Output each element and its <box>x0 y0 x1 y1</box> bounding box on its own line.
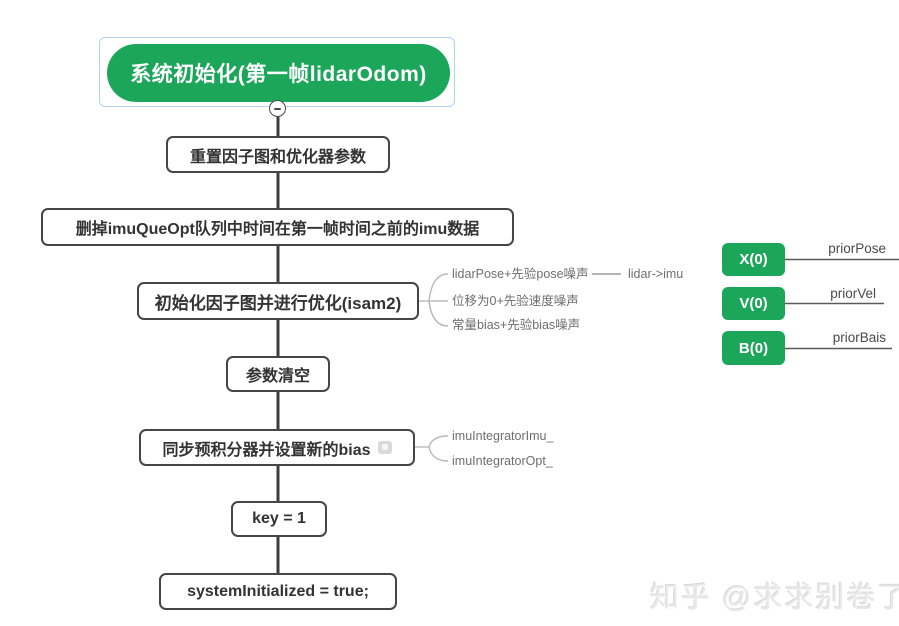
node-label: systemInitialized = true; <box>187 582 369 600</box>
root-topic[interactable]: 系统初始化(第一帧lidarOdom) <box>107 44 450 102</box>
node-system-initialized[interactable]: systemInitialized = true; <box>159 573 397 610</box>
minus-icon <box>274 107 281 110</box>
zhihu-watermark: 知乎 @求求别卷了 <box>650 582 899 614</box>
node-key-equals-1[interactable]: key = 1 <box>231 501 327 537</box>
caption-prior-pose[interactable]: priorPose <box>828 241 886 256</box>
branch-imu-integrator-imu[interactable]: imuIntegratorImu_ <box>452 429 554 443</box>
note-icon[interactable] <box>377 441 392 454</box>
root-topic-label: 系统初始化(第一帧lidarOdom) <box>130 63 427 86</box>
integrator-brace <box>415 435 449 462</box>
factor-node-label: X(0) <box>739 251 768 268</box>
caption-prior-vel[interactable]: priorVel <box>830 286 876 301</box>
factor-node-v0[interactable]: V(0) <box>722 287 785 320</box>
branch-bias[interactable]: 常量bias+先验bias噪声 <box>452 318 581 332</box>
collapse-button[interactable] <box>269 100 286 117</box>
node-label: 同步预积分器并设置新的bias <box>162 441 371 459</box>
node-reset-factor-graph[interactable]: 重置因子图和优化器参数 <box>166 136 390 173</box>
node-sync-preintegrator[interactable]: 同步预积分器并设置新的bias <box>139 429 415 466</box>
factor-node-label: B(0) <box>738 339 769 357</box>
factor-node-b0[interactable]: B(0) <box>722 331 785 365</box>
node-clear-params[interactable]: 参数清空 <box>226 356 330 392</box>
node-label: key = 1 <box>252 510 306 527</box>
node-label: 删掉imuQueOpt队列中时间在第一帧时间之前的imu数据 <box>75 221 480 238</box>
node-init-isam2[interactable]: 初始化因子图并进行优化(isam2) <box>137 282 419 320</box>
node-label: 重置因子图和优化器参数 <box>189 148 366 166</box>
node-label: 初始化因子图并进行优化(isam2) <box>154 293 402 313</box>
node-delete-imu-queue[interactable]: 删掉imuQueOpt队列中时间在第一帧时间之前的imu数据 <box>41 208 514 246</box>
factor-node-label: V(0) <box>739 295 768 312</box>
branch-lidar-to-imu[interactable]: lidar->imu <box>628 267 684 281</box>
branch-lidarpose[interactable]: lidarPose+先验pose噪声 <box>452 267 589 281</box>
isam2-brace <box>419 273 621 327</box>
factor-underlines <box>785 258 899 350</box>
factor-node-x0[interactable]: X(0) <box>722 243 785 276</box>
branch-velocity[interactable]: 位移为0+先验速度噪声 <box>452 294 579 308</box>
branch-imu-integrator-opt[interactable]: imuIntegratorOpt_ <box>452 454 553 468</box>
caption-prior-bais[interactable]: priorBais <box>832 330 886 345</box>
node-label: 参数清空 <box>245 368 310 385</box>
